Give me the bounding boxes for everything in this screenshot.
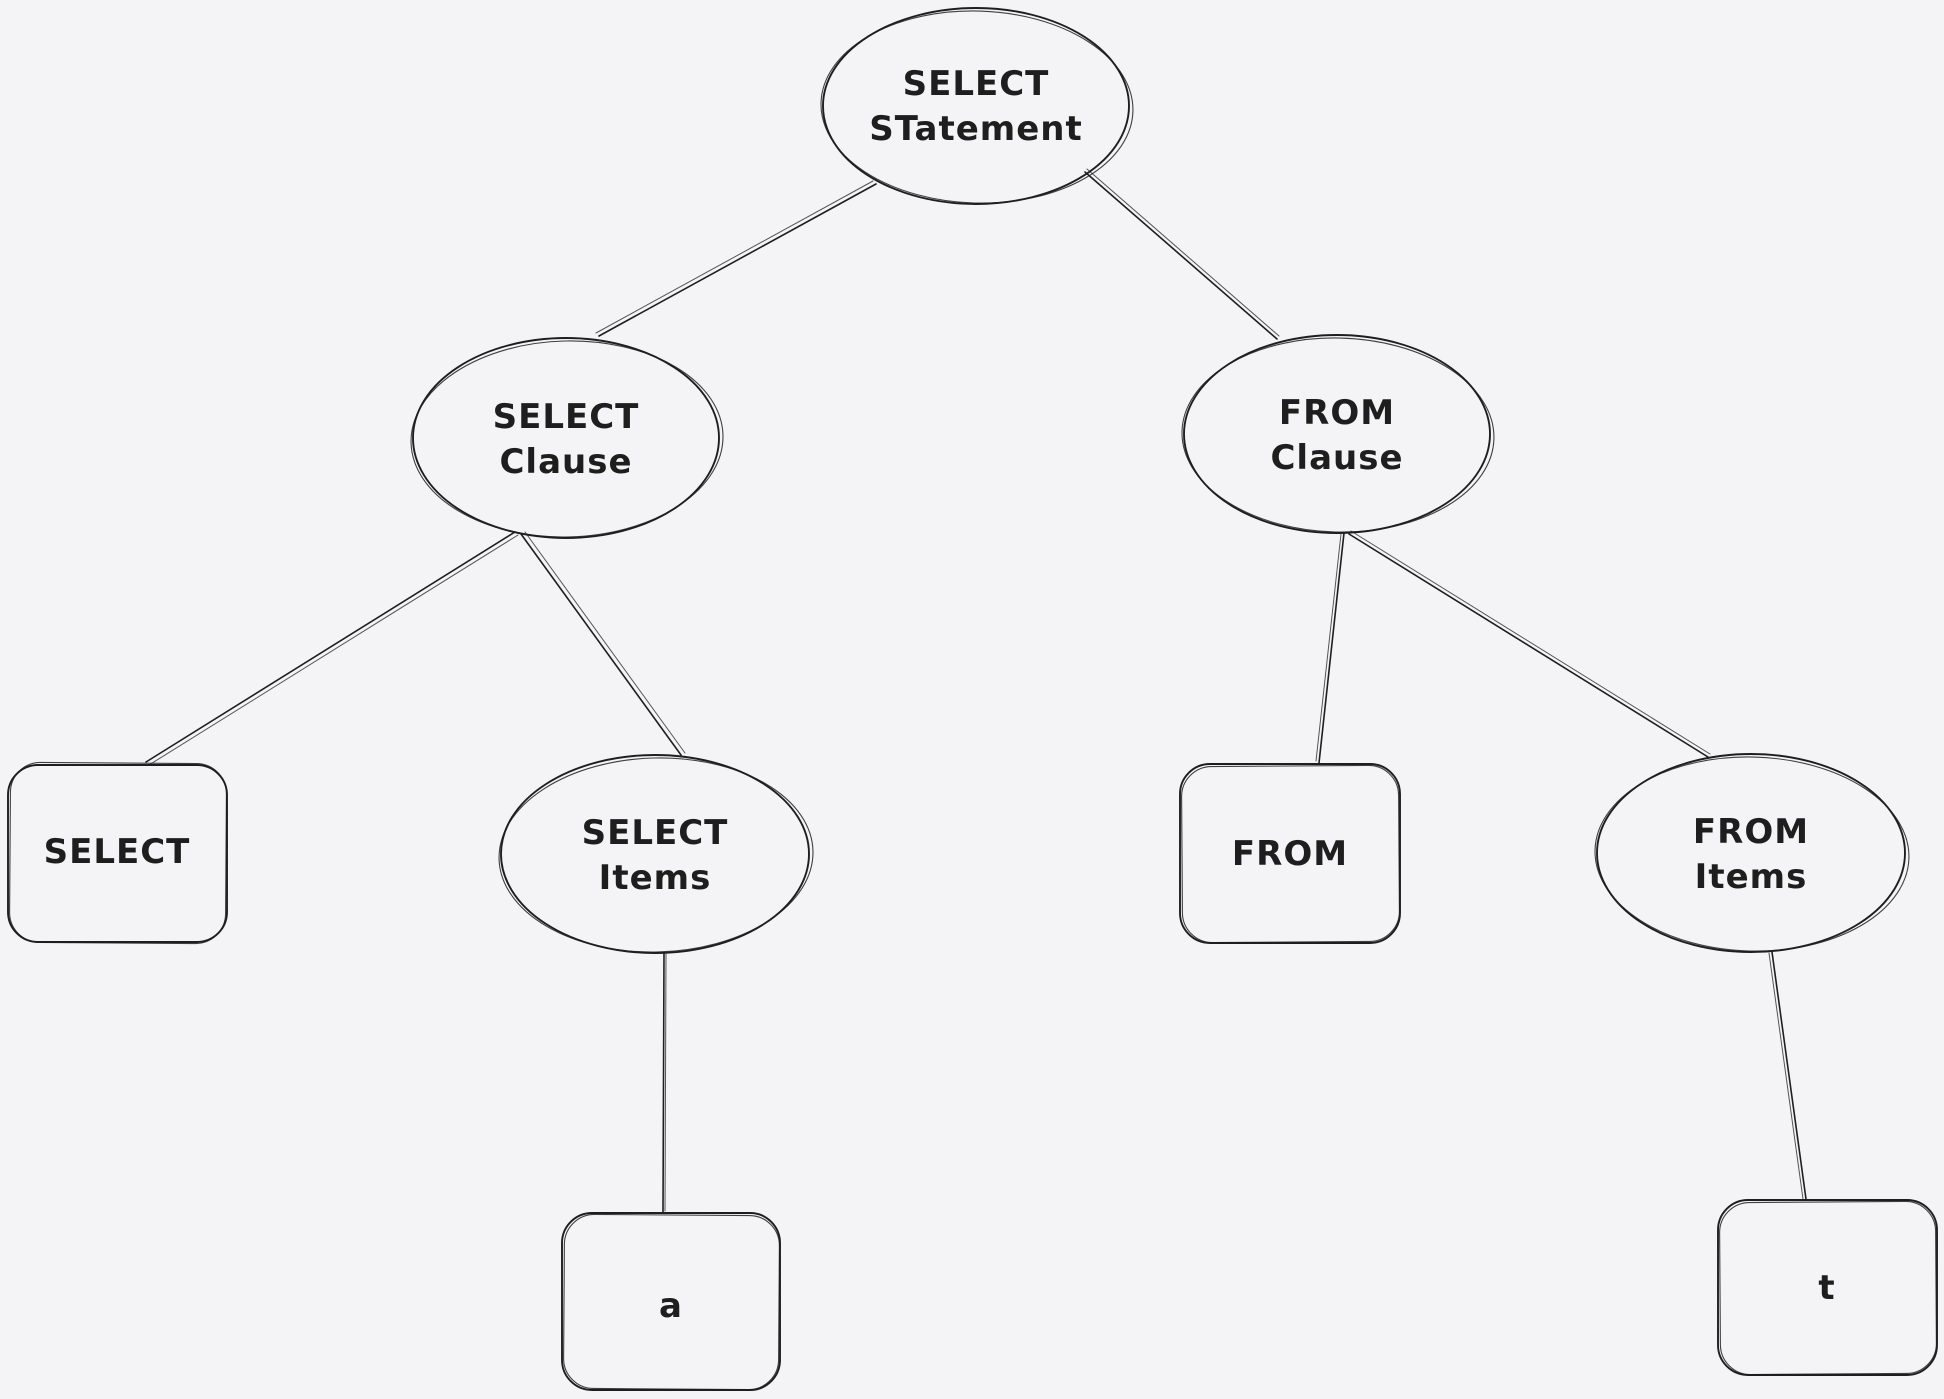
edge-line[interactable]: [598, 183, 877, 337]
node-from-items-label-line1: FROM: [1693, 812, 1809, 852]
edge-from-clause-to-from-keyword[interactable]: [1315, 532, 1345, 764]
node-select-clause-label-line1: SELECT: [493, 397, 640, 437]
edge-line-ghost: [524, 531, 686, 754]
node-from-items[interactable]: FROM Items: [1592, 753, 1911, 955]
edge-line[interactable]: [1318, 532, 1345, 764]
edge-line-ghost: [1315, 533, 1342, 762]
edge-line-ghost: [1768, 952, 1804, 1200]
edge-line[interactable]: [145, 531, 516, 763]
node-select-keyword[interactable]: SELECT: [7, 761, 228, 945]
edge-select-clause-to-select-items[interactable]: [520, 531, 686, 756]
node-select-statement[interactable]: SELECT STatement: [818, 7, 1135, 208]
edge-from-items-to-table-t[interactable]: [1768, 951, 1807, 1200]
node-select-items-shape[interactable]: [500, 754, 810, 954]
node-from-items-shape[interactable]: [1596, 753, 1906, 953]
edge-line-ghost: [664, 953, 667, 1212]
node-from-keyword-label: FROM: [1232, 834, 1348, 874]
node-from-clause-label-line1: FROM: [1279, 393, 1395, 433]
node-select-statement-label-line1: SELECT: [903, 64, 1050, 104]
edge-select-clause-to-select-keyword[interactable]: [145, 531, 519, 766]
edge-line-ghost: [1086, 168, 1280, 337]
node-from-clause[interactable]: FROM Clause: [1180, 334, 1496, 536]
node-select-clause-label-line2: Clause: [499, 442, 632, 482]
node-from-clause-shape-ghost: [1181, 337, 1495, 533]
node-from-keyword-shape-ghost: [1181, 764, 1400, 944]
edge-line[interactable]: [662, 952, 665, 1213]
node-item-a-shape[interactable]: [561, 1212, 781, 1391]
node-select-statement-shape-ghost: [820, 10, 1134, 204]
node-select-items-label-line2: Items: [599, 858, 712, 898]
node-table-t-shape[interactable]: [1717, 1199, 1938, 1376]
node-select-statement-label-line2: STatement: [869, 109, 1083, 149]
node-table-t-label: t: [1818, 1268, 1835, 1308]
edge-line[interactable]: [1771, 951, 1807, 1200]
edge-from-clause-to-from-items[interactable]: [1348, 530, 1711, 758]
node-item-a[interactable]: a: [561, 1212, 781, 1391]
node-select-items-shape-ghost: [498, 757, 814, 953]
edge-line-ghost: [1350, 530, 1711, 755]
node-from-keyword-shape[interactable]: [1179, 763, 1401, 944]
node-select-keyword-label: SELECT: [44, 832, 191, 872]
edge-line[interactable]: [1348, 533, 1709, 758]
node-select-clause[interactable]: SELECT Clause: [409, 337, 726, 541]
edge-select-statement-to-select-clause[interactable]: [595, 180, 877, 337]
node-select-clause-shape-ghost: [410, 340, 724, 538]
node-from-items-label-line2: Items: [1695, 857, 1808, 897]
node-select-statement-shape[interactable]: [822, 7, 1130, 205]
node-from-clause-label-line2: Clause: [1270, 438, 1403, 478]
edge-line[interactable]: [520, 533, 682, 756]
node-select-items[interactable]: SELECT Items: [497, 754, 816, 956]
node-item-a-shape-ghost: [563, 1213, 780, 1391]
node-from-clause-shape[interactable]: [1183, 334, 1491, 534]
edge-select-statement-to-from-clause[interactable]: [1084, 168, 1280, 340]
node-select-keyword-shape-ghost: [9, 761, 227, 945]
node-select-items-label-line1: SELECT: [582, 813, 729, 853]
node-table-t[interactable]: t: [1717, 1199, 1938, 1376]
node-from-keyword[interactable]: FROM: [1179, 763, 1401, 944]
node-table-t-shape-ghost: [1719, 1200, 1937, 1376]
edge-line-ghost: [148, 534, 519, 766]
edge-line[interactable]: [1084, 171, 1278, 340]
node-select-clause-shape[interactable]: [412, 337, 720, 539]
node-from-items-shape-ghost: [1594, 756, 1910, 952]
node-item-a-label: a: [659, 1286, 683, 1326]
edge-select-items-to-item-a[interactable]: [662, 952, 667, 1213]
edge-line-ghost: [595, 180, 874, 334]
node-select-keyword-shape[interactable]: [7, 764, 228, 943]
